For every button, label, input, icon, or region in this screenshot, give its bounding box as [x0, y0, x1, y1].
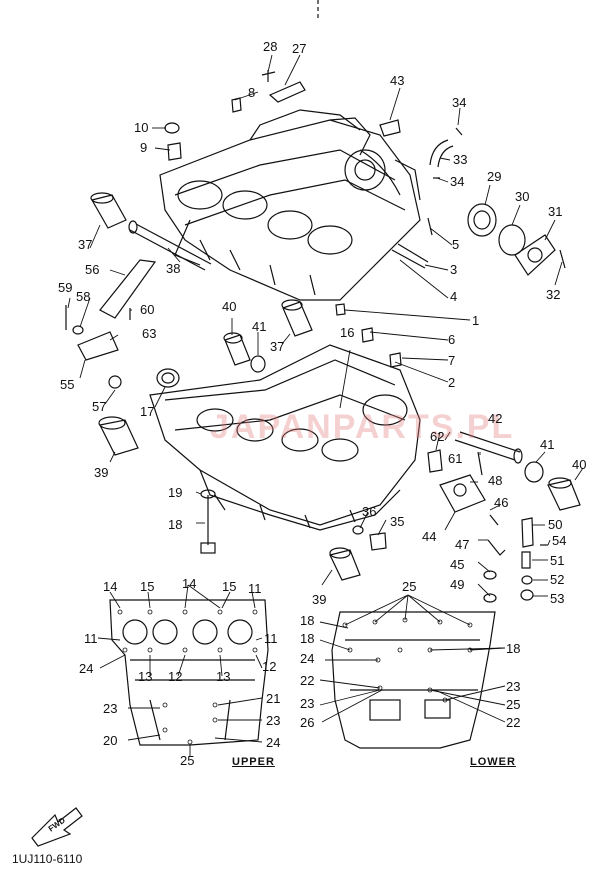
callout-31: 31 — [548, 204, 563, 219]
callout-3: 3 — [450, 262, 458, 277]
callout-19: 19 — [168, 485, 183, 500]
upper-callout-12a: 12 — [168, 669, 183, 684]
upper-callout-11b: 11 — [84, 631, 98, 646]
callout-56: 56 — [85, 262, 100, 277]
upper-callout-13a: 13 — [138, 669, 153, 684]
lower-caption: LOWER — [470, 756, 516, 768]
part-code: 1UJ110-6110 — [12, 852, 83, 866]
upper-callout-14b: 14 — [182, 576, 197, 591]
callout-40a: 40 — [222, 299, 237, 314]
callout-52: 52 — [550, 572, 565, 587]
upper-callout-15b: 15 — [222, 579, 237, 594]
lower-callout-22a: 22 — [300, 673, 315, 688]
upper-inset-drawing — [97, 584, 269, 756]
callout-35: 35 — [390, 514, 405, 529]
callout-62: 62 — [430, 429, 445, 444]
lower-callout-24: 24 — [300, 651, 315, 666]
upper-caption: UPPER — [232, 756, 275, 768]
callout-6: 6 — [448, 332, 456, 347]
upper-crankcase-drawing — [159, 109, 421, 301]
callout-40b: 40 — [572, 457, 587, 472]
upper-callout-20: 20 — [103, 733, 118, 748]
callout-27: 27 — [292, 41, 307, 56]
upper-callout-13b: 13 — [216, 669, 231, 684]
forward-arrow-icon — [31, 807, 83, 847]
callout-36: 36 — [362, 504, 377, 519]
callout-2: 2 — [448, 375, 456, 390]
callout-34b: 34 — [450, 174, 465, 189]
callout-45: 45 — [450, 557, 465, 572]
callout-48: 48 — [488, 473, 503, 488]
callout-53: 53 — [550, 591, 565, 606]
callout-46: 46 — [494, 495, 509, 510]
callout-28: 28 — [263, 39, 278, 54]
callout-9: 9 — [140, 140, 148, 155]
upper-callout-12b: 12 — [262, 659, 277, 674]
callout-58: 58 — [76, 289, 91, 304]
callout-63: 63 — [142, 326, 157, 341]
callout-18a: 18 — [168, 517, 183, 532]
callout-34a: 34 — [452, 95, 467, 110]
upper-callout-23b: 23 — [266, 713, 281, 728]
lower-callout-22b: 22 — [506, 715, 521, 730]
lower-callout-26: 26 — [300, 715, 315, 730]
callout-7: 7 — [448, 353, 456, 368]
callout-59: 59 — [58, 280, 73, 295]
upper-callout-23a: 23 — [103, 701, 118, 716]
upper-callout-24b: 24 — [266, 735, 281, 750]
upper-callout-24a: 24 — [79, 661, 94, 676]
callout-17: 17 — [140, 404, 155, 419]
callout-29: 29 — [487, 169, 502, 184]
callout-54: 54 — [552, 533, 567, 548]
callout-47: 47 — [455, 537, 470, 552]
callout-51: 51 — [550, 553, 565, 568]
callout-33: 33 — [453, 152, 468, 167]
lower-callout-18a: 18 — [300, 613, 315, 628]
callout-41a: 41 — [252, 319, 267, 334]
bearing-caps — [90, 192, 581, 581]
callout-30: 30 — [515, 189, 530, 204]
lower-callout-25b: 25 — [506, 697, 521, 712]
callout-5: 5 — [452, 237, 460, 252]
callout-44: 44 — [422, 529, 437, 544]
lower-callout-18c: 18 — [506, 641, 521, 656]
callout-32: 32 — [546, 287, 561, 302]
upper-callout-14a: 14 — [103, 579, 118, 594]
dowel-pins-and-bolts — [65, 70, 566, 603]
lower-callout-23b: 23 — [300, 696, 315, 711]
callout-8: 8 — [248, 85, 256, 100]
lower-crankcase-drawing — [149, 344, 421, 531]
callout-16: 16 — [340, 325, 355, 340]
upper-callout-11a: 11 — [248, 581, 262, 596]
upper-callout-11c: 11 — [264, 631, 278, 646]
lower-inset-drawing — [319, 594, 506, 749]
callout-37a: 37 — [78, 237, 93, 252]
callout-57: 57 — [92, 399, 107, 414]
callout-4: 4 — [450, 289, 458, 304]
callout-1: 1 — [472, 313, 480, 328]
callout-39b: 39 — [312, 592, 327, 607]
callout-42: 42 — [488, 411, 503, 426]
callout-37b: 37 — [270, 339, 285, 354]
lower-callout-25a: 25 — [402, 579, 417, 594]
callout-60: 60 — [140, 302, 155, 317]
lower-callout-18b: 18 — [300, 631, 315, 646]
leader-lines — [67, 54, 584, 597]
callout-49: 49 — [450, 577, 465, 592]
callout-55: 55 — [60, 377, 75, 392]
upper-callout-25: 25 — [180, 753, 195, 768]
callout-39a: 39 — [94, 465, 109, 480]
callout-38: 38 — [166, 261, 181, 276]
callout-10: 10 — [134, 120, 149, 135]
callout-43: 43 — [390, 73, 405, 88]
callout-50: 50 — [548, 517, 563, 532]
callout-61: 61 — [448, 451, 463, 466]
callout-41b: 41 — [540, 437, 555, 452]
watermark: JAPANPARTS.PL — [210, 408, 515, 446]
lower-callout-23a: 23 — [506, 679, 521, 694]
upper-callout-15a: 15 — [140, 579, 155, 594]
upper-callout-21: 21 — [266, 691, 281, 706]
